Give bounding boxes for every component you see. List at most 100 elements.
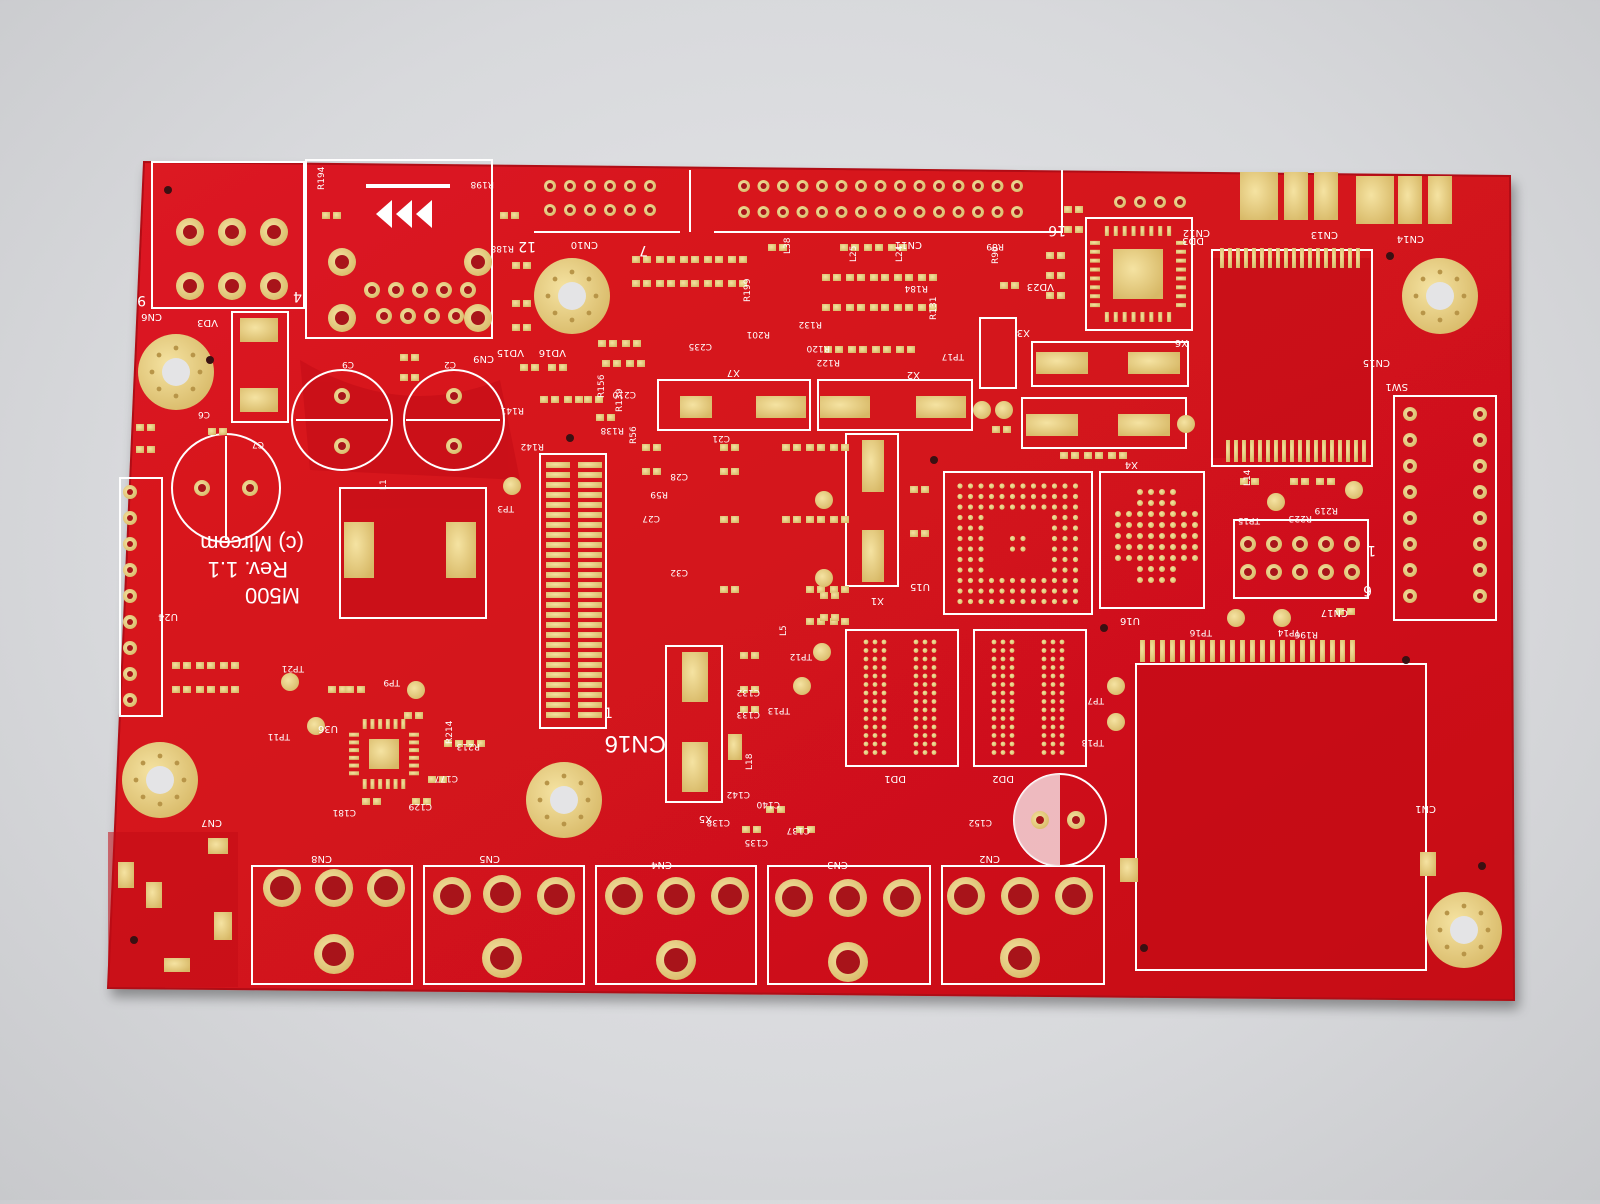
memory-ball [931,682,937,687]
smd-pad [1180,640,1185,662]
smd-pad [349,740,359,745]
smd-pad [546,572,570,578]
memory-ball [1050,707,1056,713]
memory-ball [922,733,928,738]
pad-hole [450,392,458,400]
mounting-via [1413,293,1419,299]
mounting-via [149,369,155,375]
pad-hole [127,645,133,651]
memory-ball [922,750,928,755]
memory-ball [991,733,997,738]
bga-ball [967,535,974,542]
revision-label: Rev. 1.1 [208,557,288,582]
pad-hole [547,207,553,213]
pad-hole [954,884,978,908]
passive-pad [411,374,419,381]
memory-ball [1050,690,1056,696]
smd-pad [1242,440,1246,462]
bga-ball [1126,511,1132,517]
smd-pad [1131,312,1136,322]
passive-pad [872,346,880,353]
smd-pad [1158,226,1163,236]
test-point [407,681,425,699]
smd-pad [1300,248,1304,268]
smd-pad [578,662,602,668]
refdes-label: CN14 [1397,233,1424,244]
smd-pad [208,838,228,854]
smd-pad [578,592,602,598]
refdes-label: R223 [1289,513,1312,523]
pad-hole [836,950,860,974]
refdes-label: TP7 [1087,695,1105,705]
bga-ball [1041,504,1047,510]
bga-ball [967,493,974,500]
refdes-label: R90 [991,246,1001,264]
pad-hole [1407,411,1413,417]
passive-pad [739,256,747,263]
refdes-label: C2 [444,359,456,369]
passive-pad [841,618,849,625]
pad-hole [127,567,133,573]
passive-pad [846,274,854,281]
passive-pad [1119,452,1127,459]
memory-ball [863,648,869,653]
pad-hole [450,442,458,450]
passive-pad [477,740,485,747]
smd-pad [1226,440,1230,462]
via [566,434,574,442]
mounting-via [1420,276,1426,282]
smd-pad [385,779,390,789]
refdes-label: CN8 [311,853,332,864]
mounting-via [181,777,187,783]
refdes-label: R56 [629,426,639,444]
passive-pad [830,444,838,451]
passive-pad [731,444,739,451]
memory-ball [1009,741,1015,747]
passive-pad [691,280,699,287]
smd-pad [546,522,570,528]
smd-pad [240,318,278,342]
mounting-via [1461,903,1467,909]
passive-pad [831,592,839,599]
passive-pad [704,256,712,263]
passive-pad [512,324,520,331]
refdes-label: TP18 [1081,737,1105,747]
memory-ball [1000,656,1006,662]
bga-ball [1170,555,1176,561]
refdes-label: VD3 [197,317,218,328]
smd-pad [1090,267,1100,272]
pad-hole [607,183,613,189]
pad-hole [246,484,254,492]
memory-ball [881,716,887,721]
memory-ball [1041,699,1047,704]
bga-ball [1115,544,1121,550]
bga-ball [1137,555,1143,561]
pad-hole [955,183,962,189]
passive-pad [642,444,650,451]
memory-ball [881,639,887,645]
pad-hole [664,948,688,972]
refdes-label: C129 [408,801,432,811]
passive-pad [740,706,748,713]
smd-pad [409,740,419,745]
passive-pad [632,280,640,287]
passive-pad [929,274,937,281]
smd-pad [546,712,570,718]
pad-hole [1014,209,1020,215]
pad-hole [1407,593,1413,599]
bga-ball [1137,533,1143,539]
passive-pad [992,426,1000,433]
memory-ball [863,707,869,713]
passive-pad [817,618,825,625]
smd-pad [578,542,602,548]
refdes-label: DD3 [1182,235,1204,246]
memory-ball [1050,656,1056,662]
passive-pad [643,280,651,287]
memory-ball [922,699,928,704]
smd-pad [578,562,602,568]
test-point [1345,481,1363,499]
via [1478,862,1486,870]
passive-pad [551,396,559,403]
bga-ball [1030,493,1037,500]
memory-ball [1000,716,1006,721]
